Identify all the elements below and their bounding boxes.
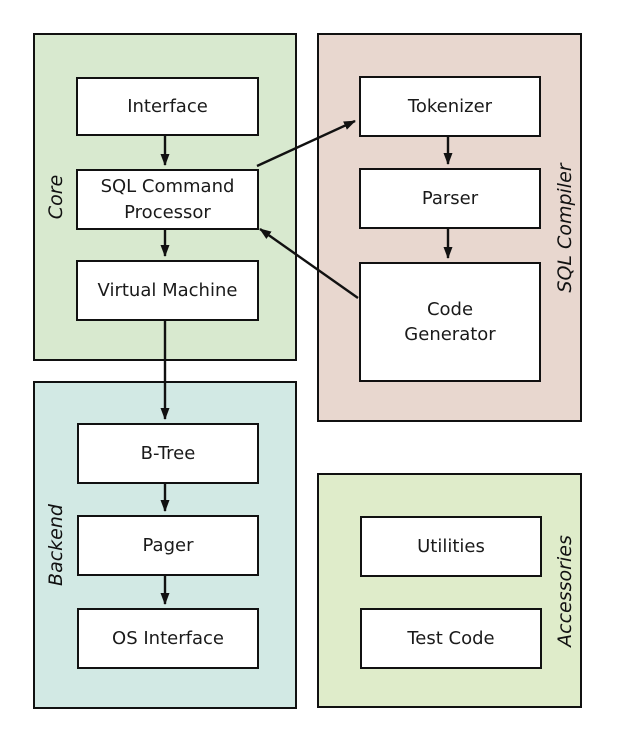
node-os-interface-label: OS Interface bbox=[112, 627, 224, 649]
node-pager: Pager bbox=[77, 515, 259, 576]
group-core: Core Interface SQL Command Processor Vir… bbox=[33, 33, 297, 361]
group-accessories: Accessories Utilities Test Code bbox=[317, 473, 582, 708]
node-sql-command-processor: SQL Command Processor bbox=[76, 169, 259, 230]
node-b-tree-label: B-Tree bbox=[140, 442, 196, 464]
node-code-generator: Code Generator bbox=[359, 262, 541, 382]
node-interface-label: Interface bbox=[127, 95, 208, 117]
node-test-code: Test Code bbox=[360, 608, 542, 669]
node-sql-command-processor-label: SQL Command Processor bbox=[100, 176, 235, 223]
node-parser: Parser bbox=[359, 168, 541, 229]
node-os-interface: OS Interface bbox=[77, 608, 259, 669]
group-backend-label: Backend bbox=[45, 504, 67, 586]
group-sql-compiler: SQL Compiler Tokenizer Parser Code Gener… bbox=[317, 33, 582, 422]
node-pager-label: Pager bbox=[142, 534, 194, 556]
node-tokenizer: Tokenizer bbox=[359, 76, 541, 137]
node-parser-label: Parser bbox=[421, 187, 479, 209]
node-tokenizer-label: Tokenizer bbox=[407, 95, 493, 117]
group-accessories-label: Accessories bbox=[554, 534, 576, 647]
node-utilities: Utilities bbox=[360, 516, 542, 577]
node-code-generator-label: Code Generator bbox=[404, 298, 496, 345]
group-sql-compiler-label: SQL Compiler bbox=[554, 162, 576, 293]
group-backend: Backend B-Tree Pager OS Interface bbox=[33, 381, 297, 709]
group-core-label: Core bbox=[45, 174, 67, 220]
node-virtual-machine-label: Virtual Machine bbox=[97, 279, 238, 301]
node-test-code-label: Test Code bbox=[407, 627, 495, 649]
node-interface: Interface bbox=[76, 77, 259, 136]
node-b-tree: B-Tree bbox=[77, 423, 259, 484]
node-virtual-machine: Virtual Machine bbox=[76, 260, 259, 321]
node-utilities-label: Utilities bbox=[417, 535, 485, 557]
